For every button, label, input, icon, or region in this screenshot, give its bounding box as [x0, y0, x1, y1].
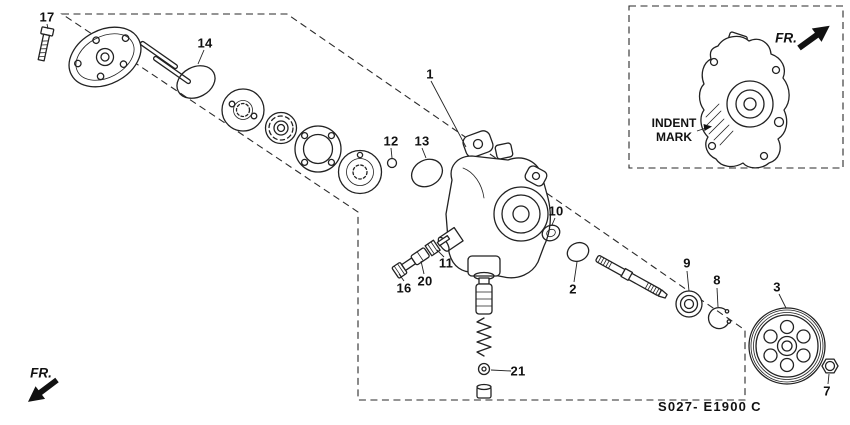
fr-label-bottom: FR.	[30, 365, 52, 381]
callout-11: 11	[438, 255, 454, 271]
oil-seal-drawing	[541, 224, 561, 242]
leader-7	[827, 373, 830, 385]
vane-rotor-drawing	[264, 111, 298, 145]
fr-label-top: FR.	[775, 30, 797, 46]
leader-21	[490, 369, 512, 372]
callout-leaders	[46, 23, 830, 385]
assembled-pump-inset-drawing	[698, 31, 790, 169]
leader-10	[551, 217, 556, 226]
leader-3	[778, 293, 787, 309]
relief-valve-drawing	[475, 277, 493, 399]
bearing-drawing	[675, 290, 703, 318]
side-plate-drawing	[221, 88, 265, 132]
o-ring-13-drawing	[410, 158, 444, 188]
indent-mark-label: INDENT MARK	[645, 116, 703, 145]
leader-2	[573, 261, 578, 283]
leader-16	[398, 273, 405, 282]
leader-12	[390, 147, 393, 159]
callout-16: 16	[396, 280, 412, 296]
dowel-pins-drawing	[139, 40, 192, 85]
callout-1: 1	[426, 66, 434, 82]
callout-17: 17	[39, 9, 55, 25]
fr-arrow-bottom-icon	[28, 377, 59, 402]
o-ring-2-drawing	[566, 241, 590, 263]
callout-21: 21	[510, 363, 526, 379]
callout-2: 2	[569, 281, 577, 297]
callout-10: 10	[548, 203, 564, 219]
leader-1	[430, 80, 467, 148]
leader-9	[686, 270, 690, 292]
callout-8: 8	[713, 272, 721, 288]
exploded-view-boundary	[60, 13, 746, 401]
pump-housing-drawing	[437, 130, 551, 281]
inset-boundary	[628, 5, 844, 169]
snap-ring-drawing	[707, 307, 732, 330]
diagram-code-text: S027- E1900	[658, 399, 748, 414]
rear-plate-drawing	[337, 149, 383, 195]
leader-17	[46, 23, 49, 30]
callout-7: 7	[823, 383, 831, 399]
cam-ring-drawing	[294, 125, 342, 173]
leader-8	[716, 287, 719, 308]
leader-11	[436, 249, 445, 258]
callout-3: 3	[773, 279, 781, 295]
leader-14	[197, 49, 205, 65]
leader-20	[420, 260, 425, 275]
callout-13: 13	[414, 133, 430, 149]
bolt-17-drawing	[37, 26, 55, 62]
callout-12: 12	[383, 133, 399, 149]
fr-arrow-top-icon	[797, 25, 830, 51]
o-ring-12-drawing	[386, 157, 398, 169]
diagram-code-suffix: C	[751, 399, 762, 414]
drive-shaft-drawing	[595, 255, 668, 299]
callout-14: 14	[197, 35, 213, 51]
pulley-drawing	[748, 307, 826, 385]
pump-cover-drawing	[68, 26, 142, 88]
o-ring-14-drawing	[176, 65, 216, 99]
nut-drawing	[821, 358, 839, 374]
indent-mark-line2: MARK	[656, 130, 692, 145]
indent-mark-line1: INDENT	[651, 116, 697, 130]
indent-mark-arrow	[696, 124, 712, 132]
leader-13	[421, 147, 427, 159]
pressure-switch-drawing	[391, 235, 451, 279]
callout-20: 20	[417, 273, 433, 289]
callout-9: 9	[683, 255, 691, 271]
